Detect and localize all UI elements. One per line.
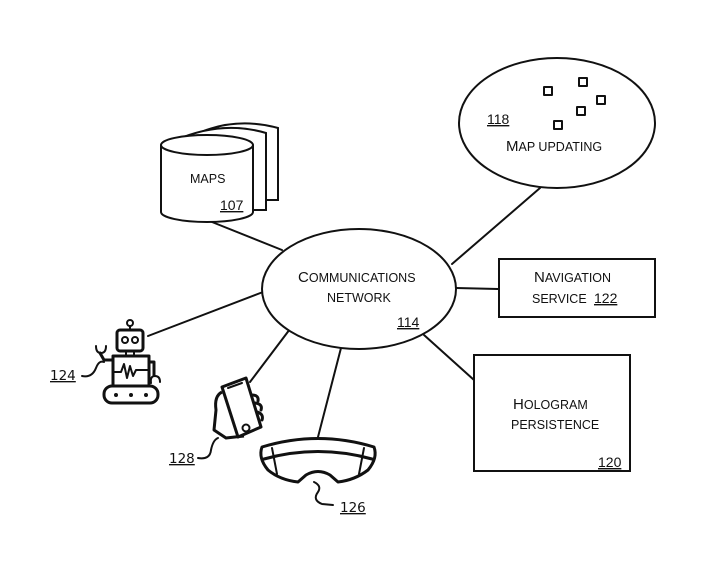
robot-icon — [95, 319, 161, 405]
robot-eye — [131, 336, 139, 344]
maps-label: MAPS — [190, 172, 225, 186]
mixed-reality-headset-icon — [259, 437, 377, 484]
navigation-service-label-line2: SERVICE — [532, 292, 587, 306]
headset-visor — [259, 437, 377, 484]
navigation-service-label-line1: NAVIGATION — [534, 269, 611, 286]
hologram-persistence-box — [473, 354, 631, 472]
navigation-service-box — [498, 258, 656, 318]
hologram-persistence-ref-number: 120 — [598, 454, 622, 470]
map-marker — [578, 77, 588, 87]
map-marker — [553, 120, 563, 130]
map-marker — [596, 95, 606, 105]
robot-device[interactable]: 124 — [50, 319, 161, 405]
communications-network-label-line1: COMMUNICATIONS — [298, 269, 416, 286]
maps-cylinder-body — [160, 145, 254, 223]
map-updating-node[interactable]: 118 MAP UPDATING — [458, 57, 656, 189]
phone-body — [220, 376, 263, 439]
hand-finger — [250, 393, 260, 403]
map-updating-label: MAP UPDATING — [506, 138, 602, 155]
phone-speaker — [227, 382, 243, 389]
edge-network-hologram — [423, 334, 475, 381]
communications-network-label-line2: NETWORK — [327, 291, 392, 305]
robot-heartbeat-line — [112, 363, 150, 379]
maps-cylinder-top — [160, 134, 254, 156]
phone-leader-line — [197, 437, 219, 460]
maps-database[interactable]: MAPS 107 — [160, 122, 279, 223]
map-marker — [543, 86, 553, 96]
edge-network-navigation — [455, 287, 499, 290]
navigation-service-ref-number: 122 — [594, 290, 618, 306]
navigation-service-node[interactable]: NAVIGATION SERVICE 122 — [498, 258, 656, 318]
robot-wheel — [144, 393, 148, 397]
robot-left-arm — [98, 351, 115, 362]
headset-leader-line — [313, 481, 334, 506]
headset-side-right — [358, 447, 365, 475]
communications-network-node[interactable]: COMMUNICATIONS NETWORK 114 — [261, 228, 457, 350]
communications-network-ref-number: 114 — [397, 314, 420, 330]
robot-wheel — [129, 393, 133, 397]
map-feature-markers — [543, 77, 606, 130]
robot-leader-line — [81, 360, 105, 378]
connections — [147, 187, 541, 438]
phone-ref-number: 128 — [169, 451, 195, 467]
robot-head — [115, 328, 145, 353]
headset-band — [262, 450, 374, 461]
communications-network-ellipse — [261, 228, 457, 350]
map-marker — [576, 106, 586, 116]
robot-right-claw — [149, 375, 161, 384]
robot-ref-number: 124 — [50, 368, 76, 384]
edge-network-phone — [249, 328, 291, 383]
map-updating-ellipse — [458, 57, 656, 189]
phone-device[interactable]: 128 — [169, 376, 264, 467]
maps-ref-number: 107 — [220, 197, 244, 213]
hand-finger — [255, 410, 264, 422]
hand-finger — [253, 401, 263, 412]
edge-network-map-updating — [451, 187, 541, 265]
hologram-persistence-node[interactable]: HOLOGRAM PERSISTENCE 120 — [473, 354, 631, 472]
headset-ref-number: 126 — [340, 500, 366, 516]
map-updating-ref-number: 118 — [487, 111, 510, 127]
edge-network-robot — [147, 291, 264, 337]
hologram-persistence-label-line1: HOLOGRAM — [513, 396, 588, 413]
hand-holding-phone-icon — [212, 376, 264, 440]
phone-home-button — [241, 423, 251, 433]
headset-side-left — [271, 447, 278, 475]
hologram-persistence-label-line2: PERSISTENCE — [511, 418, 599, 432]
headset-device[interactable]: 126 — [259, 437, 377, 517]
robot-eye — [121, 336, 129, 344]
robot-wheel — [114, 393, 118, 397]
edge-network-maps — [211, 221, 283, 251]
robot-left-claw — [95, 345, 107, 354]
edge-network-headset — [317, 347, 342, 438]
robot-right-arm — [147, 360, 156, 377]
